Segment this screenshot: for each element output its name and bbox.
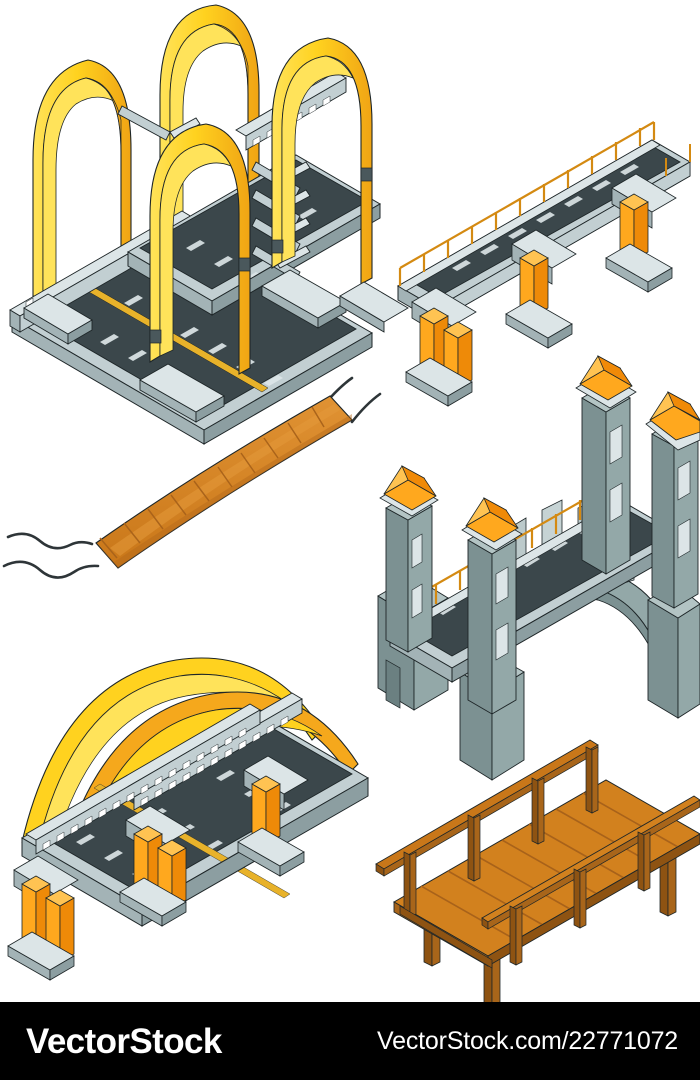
stone-tower-front-left bbox=[461, 497, 523, 715]
stone-tower-back-centre bbox=[575, 355, 637, 575]
bridge-stone-arch bbox=[377, 355, 700, 781]
watermark-footer: VectorStock VectorStock.com/22771072 bbox=[0, 1002, 700, 1080]
vectorstock-url: VectorStock.com/22771072 bbox=[377, 1026, 678, 1055]
viaduct-handrail bbox=[398, 121, 656, 286]
bridge-rope-plank bbox=[2, 376, 382, 579]
viaduct-pier-right bbox=[605, 173, 677, 293]
footbridge-deck bbox=[392, 779, 700, 967]
footbridge-beam bbox=[399, 905, 493, 969]
arch-abutment-right bbox=[339, 281, 409, 333]
rope-right bbox=[328, 376, 382, 424]
rope-left bbox=[2, 532, 100, 579]
bridge-double-deck-arch bbox=[9, 4, 409, 445]
bridge-wooden-footbridge bbox=[375, 739, 700, 1007]
arch-rib-front-right bbox=[261, 37, 373, 329]
bridge-tied-arch bbox=[7, 657, 369, 981]
footbridge-handrail-far bbox=[375, 739, 599, 918]
viaduct-handrail-far bbox=[665, 144, 691, 176]
bridge-viaduct bbox=[396, 121, 692, 407]
stone-tower-far-left bbox=[379, 465, 439, 653]
arch-rib-front-centre bbox=[139, 123, 251, 423]
plank-deck bbox=[95, 395, 353, 569]
tied-arch-pier-left bbox=[7, 855, 79, 981]
vectorstock-logo: VectorStock bbox=[26, 1021, 222, 1061]
viaduct-pier-centre bbox=[505, 229, 577, 349]
tied-arch-pier-centre bbox=[119, 805, 191, 927]
tied-arch-guardrail-near bbox=[25, 703, 261, 855]
viaduct-pier-left bbox=[405, 287, 477, 407]
arch-footing-left bbox=[23, 293, 93, 345]
stone-tower-far-right bbox=[645, 391, 700, 609]
stone-pier-right bbox=[647, 583, 700, 719]
footbridge-handrail-near bbox=[481, 795, 700, 966]
tied-arch-pier-right bbox=[237, 755, 309, 877]
